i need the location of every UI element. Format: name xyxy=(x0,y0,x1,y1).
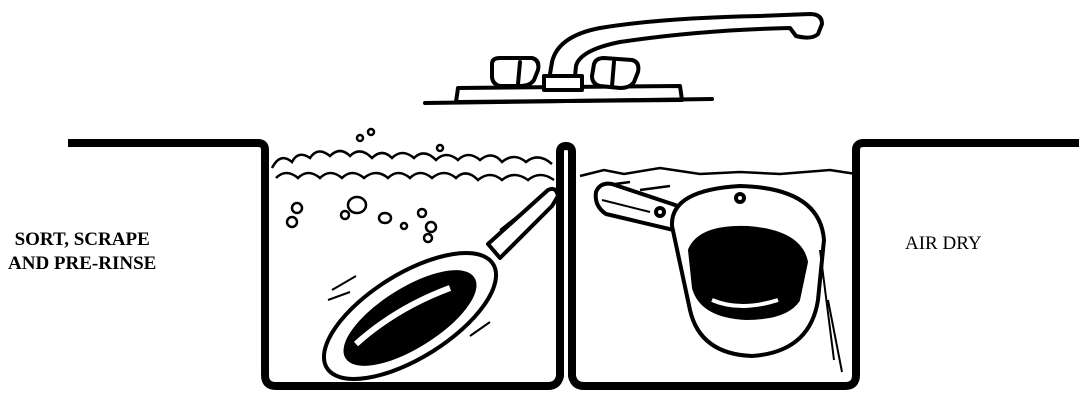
frying-pan-icon xyxy=(305,189,558,396)
sink-basin xyxy=(68,143,1079,386)
left-label-line-1: SORT, SCRAPE xyxy=(8,228,156,252)
left-label-line-2: AND PRE-RINSE xyxy=(8,252,156,276)
air-dry-label: AIR DRY xyxy=(905,232,982,256)
sort-scrape-prerinse-label: SORT, SCRAPE AND PRE-RINSE xyxy=(8,228,156,276)
faucet-icon xyxy=(425,14,822,103)
saucepan-icon xyxy=(596,184,842,372)
